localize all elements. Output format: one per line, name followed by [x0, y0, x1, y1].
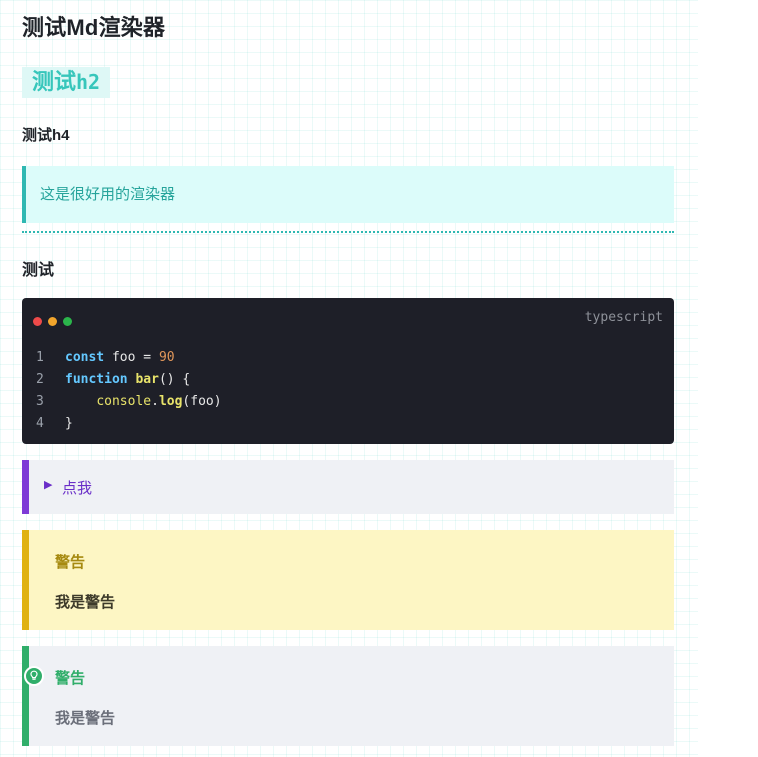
line-number: 3: [36, 394, 44, 409]
heading-h2-text: 测试: [32, 69, 77, 94]
code-token: }: [65, 416, 73, 431]
triangle-right-icon: ▶: [44, 479, 53, 491]
window-dot: [63, 317, 72, 326]
heading-h4: 测试h4: [22, 127, 70, 144]
code-token: const: [65, 350, 105, 365]
line-number: 1: [36, 350, 44, 365]
code-token: foo =: [104, 350, 159, 365]
code-token: () {: [158, 372, 191, 387]
heading-h3: 测试: [22, 262, 55, 279]
window-dot: [48, 317, 57, 326]
code-token: .: [151, 394, 159, 409]
heading-h2-code: h2: [76, 70, 101, 94]
code-token: (foo): [182, 394, 222, 409]
details-summary[interactable]: 点我: [62, 480, 93, 497]
window-dot: [33, 317, 42, 326]
code-token: function: [65, 372, 128, 387]
warning-title: 警告: [55, 554, 86, 571]
code-token: 90: [158, 350, 175, 365]
code-token: bar: [135, 372, 159, 387]
code-token: log: [158, 394, 183, 409]
heading-h2: 测试h2: [22, 67, 111, 98]
code-language-label: typescript: [584, 310, 663, 325]
warning-callout: 警告 我是警告: [22, 530, 674, 630]
code-text: const foo = 90: [65, 347, 175, 369]
line-number: 4: [36, 416, 44, 431]
code-text: function bar() {: [65, 369, 190, 391]
code-text: console.log(foo): [65, 391, 222, 413]
tip-body: 我是警告: [55, 710, 116, 727]
code-token: [65, 394, 96, 409]
tip-callout: 警告 我是警告: [22, 646, 674, 746]
tip-title: 警告: [55, 670, 86, 687]
code-text: }: [65, 413, 73, 435]
line-number: 2: [36, 372, 44, 387]
details-toggle[interactable]: ▶ 点我: [22, 460, 674, 514]
page-title: 测试Md渲染器: [22, 15, 166, 40]
lightbulb-icon: [24, 666, 44, 686]
window-dots: [33, 313, 78, 331]
blockquote: 这是很好用的渲染器: [22, 166, 674, 223]
horizontal-rule: [22, 231, 674, 233]
code-token: console: [96, 394, 152, 409]
warning-body: 我是警告: [55, 594, 116, 611]
